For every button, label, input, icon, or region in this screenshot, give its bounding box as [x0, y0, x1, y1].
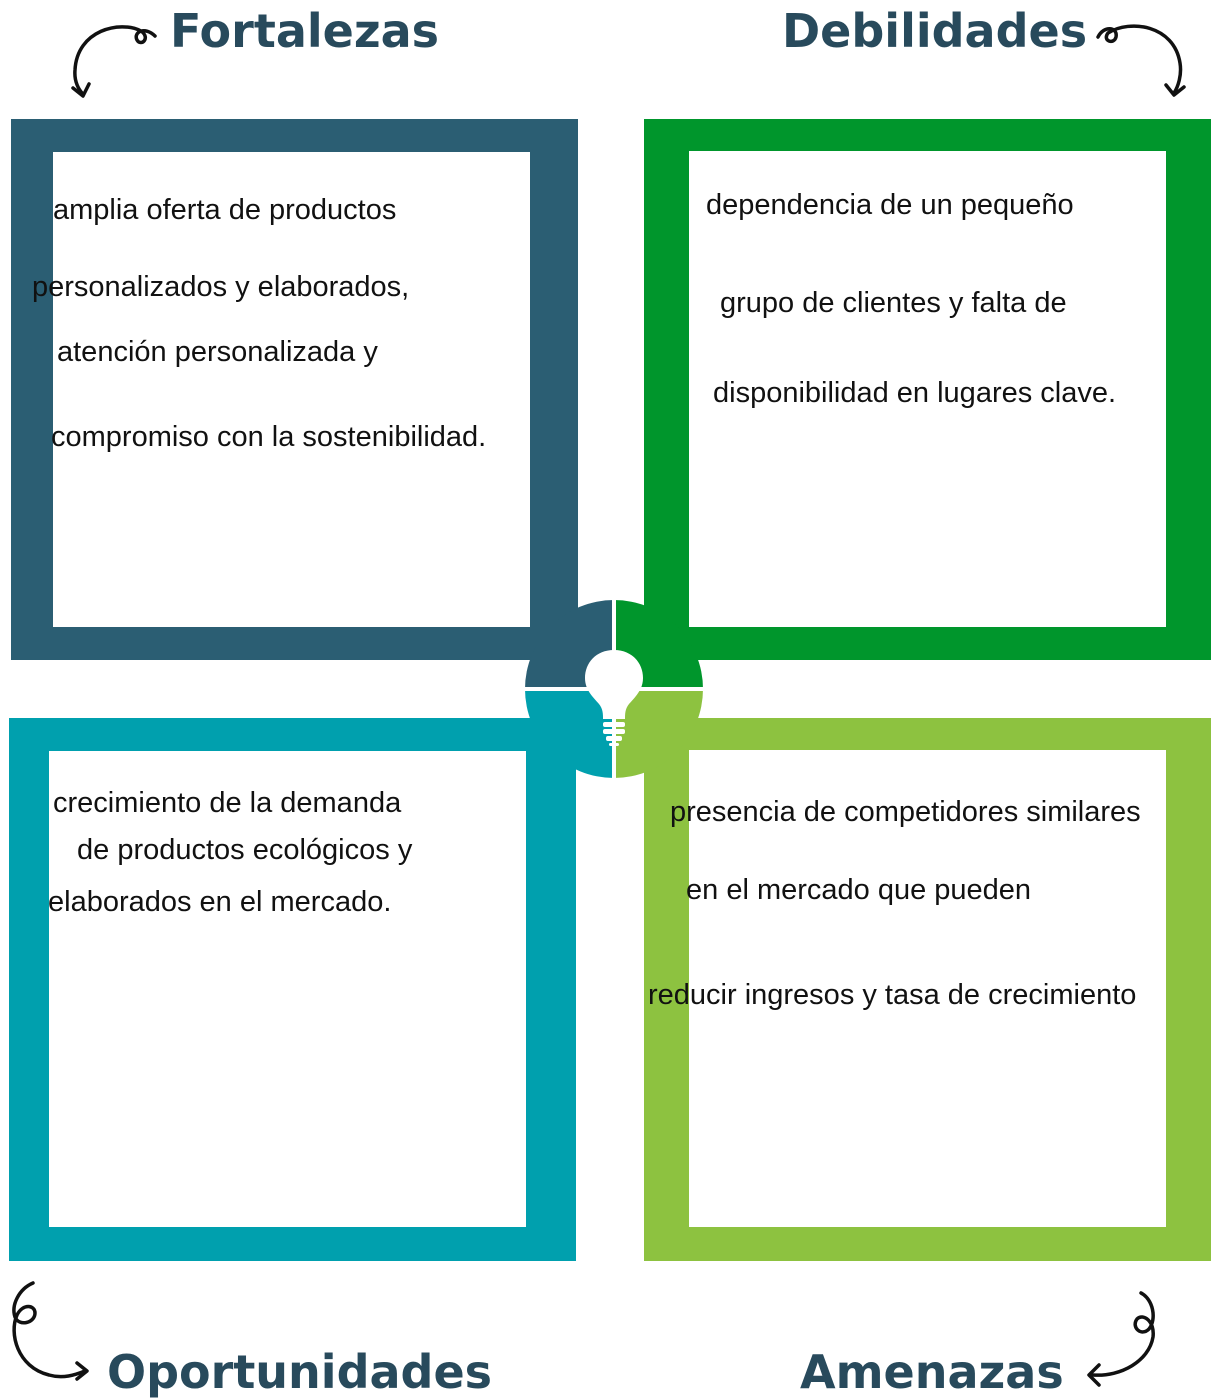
fortalezas-line: amplia oferta de productos	[53, 194, 397, 226]
heading-amenazas: Amenazas	[800, 1345, 1064, 1399]
frame-oportunidades-inner	[49, 751, 526, 1227]
curly-arrow-icon	[71, 25, 157, 98]
frame-fortalezas	[11, 119, 578, 660]
fortalezas-line: personalizados y elaborados,	[32, 271, 410, 303]
curly-arrow-icon	[1087, 1291, 1155, 1387]
debilidades-line: grupo de clientes y falta de	[720, 287, 1067, 319]
oportunidades-line: crecimiento de la demanda	[53, 787, 402, 819]
frame-fortalezas-inner	[53, 152, 530, 627]
fortalezas-line: compromiso con la sostenibilidad.	[51, 421, 487, 453]
hub-quadrant-amenazas	[614, 689, 703, 778]
fortalezas-line: atención personalizada y	[57, 336, 378, 368]
curly-arrow-icon	[1096, 24, 1186, 97]
frame-amenazas	[644, 718, 1211, 1261]
frame-amenazas-inner	[689, 750, 1166, 1227]
heading-debilidades: Debilidades	[782, 4, 1088, 58]
debilidades-line: dependencia de un pequeño	[706, 189, 1074, 221]
curly-arrow-icon	[12, 1281, 89, 1381]
amenazas-line: en el mercado que pueden	[686, 874, 1032, 906]
frame-debilidades-inner	[689, 151, 1166, 627]
heading-oportunidades: Oportunidades	[107, 1345, 493, 1399]
hub-quadrant-oportunidades	[525, 689, 614, 778]
heading-fortalezas: Fortalezas	[170, 4, 440, 58]
amenazas-line: reducir ingresos y tasa de crecimiento	[648, 979, 1137, 1011]
debilidades-line: disponibilidad en lugares clave.	[713, 377, 1117, 409]
oportunidades-line: elaborados en el mercado.	[48, 886, 392, 918]
frame-debilidades	[644, 119, 1211, 660]
lightbulb-icon	[585, 650, 643, 746]
oportunidades-line: de productos ecológicos y	[77, 834, 413, 866]
frame-oportunidades	[9, 718, 576, 1261]
amenazas-line: presencia de competidores similares	[670, 796, 1141, 828]
